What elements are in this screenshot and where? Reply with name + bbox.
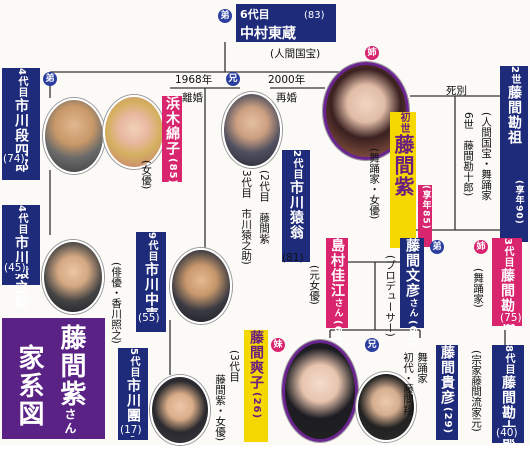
- murasaki-card: 初世 藤間紫: [390, 112, 416, 248]
- takahiko-card: 藤間貴彦 (29): [436, 345, 458, 440]
- takahiko-note-1: 舞踊家: [416, 352, 429, 384]
- chusha-name: 市川中車: [143, 261, 159, 322]
- kanjuro8-age: (40): [496, 427, 518, 439]
- younger-sister-badge-icon: 妹: [271, 338, 285, 352]
- enou-name: 市川猿翁: [288, 179, 304, 240]
- brother-badge-icon: 弟: [218, 9, 232, 23]
- chusha-photo: [170, 248, 232, 324]
- divorce-label: 離婚: [182, 92, 203, 104]
- elder-brother-badge-icon: 兄: [365, 338, 379, 352]
- shimamura-name: 島村佳江: [329, 238, 345, 298]
- title-suffix: さん: [63, 408, 77, 436]
- murasaki-age: (享年85): [420, 185, 431, 230]
- hamaki-age: (85): [167, 158, 178, 186]
- kanso3-generation: 3代目: [502, 238, 513, 268]
- sawako-photo: [282, 340, 358, 442]
- kanso-name: 藤間勘祖: [506, 84, 522, 145]
- tozo-card: 6代目 中村東蔵 (83): [236, 4, 336, 42]
- sister-badge-icon: 姉: [365, 46, 379, 60]
- brother-badge-icon: 弟: [430, 240, 444, 254]
- kanso-age: (享年90): [513, 180, 524, 225]
- hamaki-name: 浜木綿子: [164, 96, 180, 156]
- chusha-note: (俳優・香川照之): [110, 262, 123, 344]
- kanso3-note: (舞踊家): [472, 268, 485, 308]
- sawako-note-1: (3代目: [228, 350, 241, 382]
- murasaki-name: 藤間紫: [391, 134, 415, 197]
- ennosuke-photo: [42, 240, 104, 314]
- enou-generation: 2代目: [291, 150, 302, 180]
- danko-generation: 5代目: [128, 348, 139, 378]
- shimamura-age: (64): [332, 320, 343, 348]
- title-main: 藤間紫: [56, 324, 86, 408]
- murasaki-note: (舞踊家・女優): [368, 148, 381, 220]
- takahiko-name: 藤間貴彦: [439, 345, 455, 405]
- danko-name: 市川團子: [125, 377, 141, 438]
- ennosuke-age: (45): [4, 262, 26, 274]
- chusha-age: (55): [138, 312, 160, 324]
- danko-photo: [150, 375, 210, 445]
- shimamura-card: 島村佳江 さん (64): [326, 238, 348, 347]
- tozo-generation: 6代目: [240, 8, 270, 21]
- enou-card: 2代目 市川猿翁: [282, 150, 310, 262]
- sawako-age: (26): [251, 392, 262, 420]
- title-box: 藤間紫 さん 家系図: [2, 318, 105, 439]
- shimamura-note: (元女優): [308, 265, 321, 305]
- tozo-age: (83): [304, 10, 325, 21]
- chusha-generation: 9代目: [146, 232, 157, 262]
- death-label: 死別: [446, 85, 467, 97]
- remarry-label: 再婚: [276, 92, 297, 104]
- takahiko-note-2: 初代・藤間翔: [402, 352, 415, 415]
- danshiro-photo: [43, 98, 105, 174]
- enou-age: (81): [282, 252, 304, 264]
- remarry-year: 2000年: [268, 74, 306, 86]
- kanso3-age: (75): [500, 312, 522, 324]
- danshiro-generation: 4代目: [16, 68, 27, 98]
- murasaki-generation: 初世: [398, 112, 409, 134]
- kanjuro8-note: (宗家藤間流家元): [470, 350, 483, 432]
- kanso-generation: 2世: [509, 66, 520, 85]
- takahiko-age: (29): [442, 407, 453, 435]
- enou-note-1: (2代目 藤間紫: [258, 170, 271, 244]
- divorce-year: 1968年: [175, 74, 213, 86]
- kanso-age-tag: (享年90): [510, 180, 526, 240]
- fumihiko-note: (プロデューサー): [384, 255, 397, 337]
- tozo-name: 中村東蔵: [240, 26, 296, 42]
- kanso-note-1: (人間国宝・舞踊家: [480, 112, 493, 201]
- sister-badge-icon: 姉: [474, 240, 488, 254]
- tozo-note: (人間国宝): [270, 48, 321, 60]
- sawako-name: 藤間爽子: [248, 330, 264, 390]
- kanjuro8-generation: 8代目: [503, 345, 514, 375]
- title-sub: 家系図: [14, 344, 44, 428]
- fumihiko-suffix: さん: [407, 298, 418, 318]
- takahiko-photo: [356, 372, 416, 442]
- hamaki-note: (女優): [140, 160, 153, 190]
- hamaki-card: 浜木綿子 (85): [162, 96, 182, 186]
- sawako-note-2: 藤間紫・女優): [214, 374, 227, 442]
- kanso-note-2: 6世 藤間勘十郎): [462, 112, 475, 197]
- murasaki-age-tag: (享年85): [418, 185, 432, 247]
- fumihiko-card: 藤間文彦 さん (69): [400, 238, 424, 347]
- danko-age: (17): [120, 424, 142, 436]
- sawako-card: 藤間爽子 (26): [244, 330, 268, 442]
- brother-badge-icon: 弟: [43, 72, 57, 86]
- danshiro-age: (74): [3, 153, 25, 165]
- elder-brother-badge-icon: 兄: [226, 72, 240, 86]
- hamaki-photo: [103, 95, 165, 169]
- ennosuke-generation: 4代目: [16, 205, 27, 235]
- fumihiko-name: 藤間文彦: [404, 238, 420, 298]
- shimamura-suffix: さん: [332, 298, 343, 318]
- enou-note-2: 3代目 市川猿之助): [240, 170, 253, 265]
- enou-photo: [222, 92, 282, 168]
- fumihiko-age: (69): [407, 320, 418, 348]
